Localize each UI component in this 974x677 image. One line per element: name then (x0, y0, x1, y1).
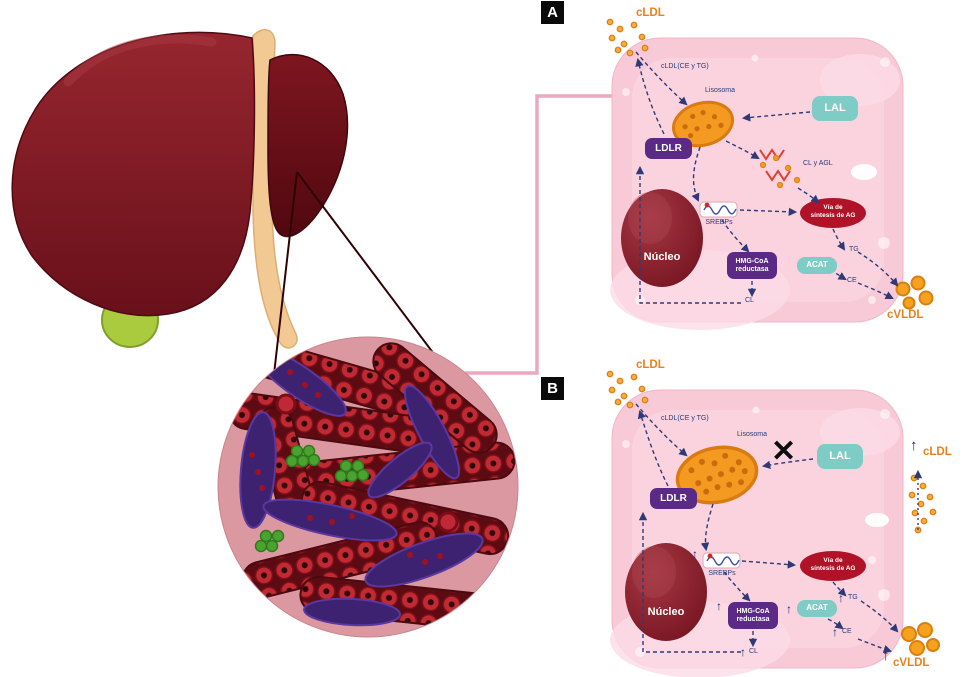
via-sintesis-oval-a (800, 198, 866, 228)
bile-duct-clusters (254, 444, 370, 553)
cl-label-b: CL (749, 648, 758, 655)
acat-box-b: ACAT (797, 600, 837, 617)
x-blocked-icon: ✕ (771, 435, 797, 468)
up-arrow-icon: ↑ (838, 591, 844, 605)
acat-box-a: ACAT (797, 257, 837, 274)
central-veins (275, 393, 459, 533)
cldl-label-right-b: cLDL (923, 446, 952, 458)
via-line2-b: síntesis de AG (810, 565, 856, 573)
nucleo-label-a: Núcleo (643, 251, 681, 263)
up-arrow-icon: ↑ (716, 599, 722, 613)
liver-right-lobe (11, 31, 256, 317)
srebps-icon-a (699, 201, 738, 218)
via-line1-b: Vía de (823, 557, 843, 564)
white-vesicle-a (851, 164, 877, 180)
cldl-particles-a (606, 18, 649, 57)
panel-a-badge: A (541, 1, 564, 24)
lisosoma-label-b: Lisosoma (737, 431, 767, 438)
liver-left-lobe (267, 53, 349, 238)
cvldl-particles-b (901, 622, 940, 656)
cldl-entry-label-a: cLDL(CE y TG) (661, 63, 709, 70)
cldl-label-a: cLDL (636, 7, 665, 19)
tg-label-b: TG (848, 594, 858, 601)
lal-box-a: LAL (812, 96, 858, 121)
white-vesicle-b (865, 513, 889, 527)
via-sintesis-oval-b (800, 551, 866, 581)
cl-label-a: CL (745, 297, 754, 304)
hmg-line1-b: HMG-CoA (736, 607, 770, 615)
hmg-coa-box-a: HMG-CoA reductasa (727, 252, 777, 279)
hmg-line2-b: reductasa (736, 615, 770, 623)
up-arrow-icon: ↑ (910, 437, 918, 454)
up-arrow-icon: ↑ (882, 647, 890, 664)
pathway-arrows-b (635, 403, 923, 653)
cldl-particles-b (606, 370, 649, 409)
cl-agl-label-a: CL y AGL (803, 160, 833, 167)
srebps-label-a: SREBPs (705, 219, 733, 226)
panel-a-cell (610, 37, 904, 330)
hmg-line2-a: reductasa (735, 265, 769, 273)
cvldl-particles-a (895, 275, 934, 310)
ce-label-b: CE (842, 628, 852, 635)
liver-highlight (63, 34, 217, 87)
bubbles-b (622, 406, 890, 657)
via-line1-a: Vía de (823, 204, 843, 211)
cvldl-label-b: cVLDL (893, 657, 930, 669)
cvldl-label-a: cVLDL (887, 309, 924, 321)
ldlr-box-a: LDLR (645, 138, 692, 159)
ldlr-box-b: LDLR (650, 488, 697, 509)
hmg-coa-box-b: HMG-CoA reductasa (728, 602, 778, 629)
red-blood-cells (249, 369, 443, 565)
lysosome-a-icon (672, 100, 734, 148)
via-sintesis-label-a: Vía de síntesis de AG (800, 204, 866, 220)
up-arrow-icon: ↑ (692, 547, 698, 561)
bile-duct (252, 29, 298, 349)
nucleus-a (621, 189, 703, 287)
via-line2-a: síntesis de AG (810, 212, 856, 220)
cldl-label-b: cLDL (636, 359, 665, 371)
via-sintesis-label-b: Vía de síntesis de AG (800, 557, 866, 573)
tg-label-a: TG (849, 246, 859, 253)
up-arrow-icon: ↑ (786, 602, 792, 616)
panel-b-badge: B (541, 377, 564, 400)
liver-illustration (11, 29, 349, 349)
cldl-entry-label-b: cLDL(CE y TG) (661, 415, 709, 422)
ce-label-a: CE (847, 277, 857, 284)
hmg-line1-a: HMG-CoA (735, 257, 769, 265)
srebps-icon-b (702, 552, 741, 569)
srebps-label-b: SREBPs (708, 570, 736, 577)
histology-zoom-circle (218, 337, 518, 637)
pathway-arrows-a (635, 51, 899, 304)
lysosome-b-icon (675, 445, 759, 505)
lisosoma-label-a: Lisosoma (705, 87, 735, 94)
zoom-circle-rim (217, 336, 519, 638)
cl-agl-icon (759, 148, 801, 189)
bubbles-a (622, 54, 890, 305)
nucleo-label-b: Núcleo (647, 606, 685, 618)
up-arrow-icon: ↑ (832, 625, 838, 639)
lal-box-b: LAL (817, 444, 863, 469)
up-arrow-icon: ↑ (740, 645, 746, 659)
cldl-particles-right-b (908, 474, 937, 534)
